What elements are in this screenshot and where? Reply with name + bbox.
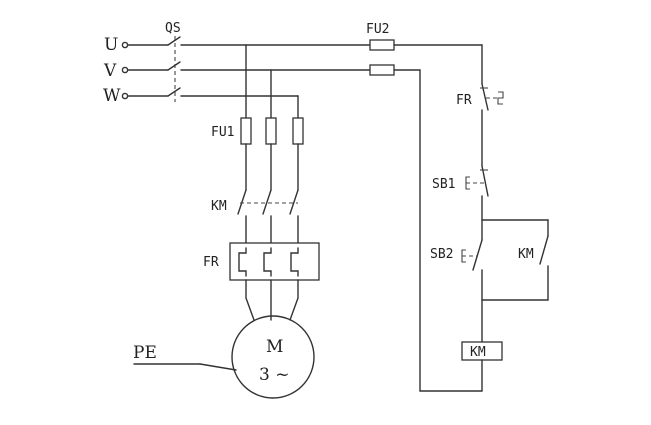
fr-thermal-symbol (497, 91, 504, 105)
ground-wire (199, 363, 237, 371)
start-button-label: SB2 (430, 247, 453, 262)
control-fuses-fu2: FU2 (366, 22, 483, 76)
phase-u-label: U (104, 35, 118, 55)
sb2-push-head (461, 249, 466, 263)
motor-circle (231, 315, 315, 399)
coil-label: KM (470, 345, 486, 360)
fuse-fu1-l3 (292, 117, 304, 145)
phase-v-label: V (103, 61, 117, 81)
motor: M 3 ~ (231, 315, 315, 399)
qs-blade-w (167, 87, 181, 97)
control-circuit: FR SB1 SB2 KM KM (419, 44, 549, 392)
overload-contact-label: FR (456, 93, 472, 108)
overload-element-l3 (290, 247, 299, 277)
terminal-v (121, 66, 129, 74)
terminal-w (121, 92, 129, 100)
overload-main-label: FR (203, 255, 219, 270)
km-contact-l3 (289, 189, 299, 215)
contactor-main-label: KM (211, 199, 227, 214)
overload-element-l1 (238, 247, 247, 277)
phase-inputs: U V W (103, 35, 169, 106)
motor-phase-label: 3 ~ (259, 365, 289, 385)
sb2-contact (472, 239, 483, 271)
motor-letter: M (266, 337, 283, 357)
terminal-u (121, 41, 129, 49)
km-contact-l2 (262, 189, 272, 215)
main-fuses-label: FU1 (211, 125, 234, 140)
main-switch-label: QS (165, 21, 181, 36)
fuse-fu2-v (369, 64, 395, 76)
fuse-fu2-u (369, 39, 395, 51)
stop-button-label: SB1 (432, 177, 455, 192)
phase-w-label: W (103, 86, 121, 106)
overload-relay-box (229, 242, 320, 281)
qs-blade-v (167, 61, 181, 71)
km-contact-l1 (237, 189, 247, 215)
qs-blade-u (167, 36, 181, 46)
ground-label: PE (133, 343, 157, 363)
sb1-contact (481, 165, 489, 197)
overload-element-l2 (263, 247, 272, 277)
fuse-fu1-l1 (240, 117, 252, 145)
km-hold-contact (539, 235, 549, 265)
control-fuse-label: FU2 (366, 22, 389, 37)
motor-lead-l3 (289, 279, 299, 321)
fuse-fu1-l2 (265, 117, 277, 145)
sb1-push-head (465, 176, 470, 190)
motor-lead-l1 (245, 279, 255, 321)
ground-pe: PE (133, 343, 237, 371)
power-circuit: FU1 KM FR (203, 44, 320, 321)
main-switch-qs: QS (165, 21, 371, 102)
hold-contact-label: KM (518, 247, 534, 262)
